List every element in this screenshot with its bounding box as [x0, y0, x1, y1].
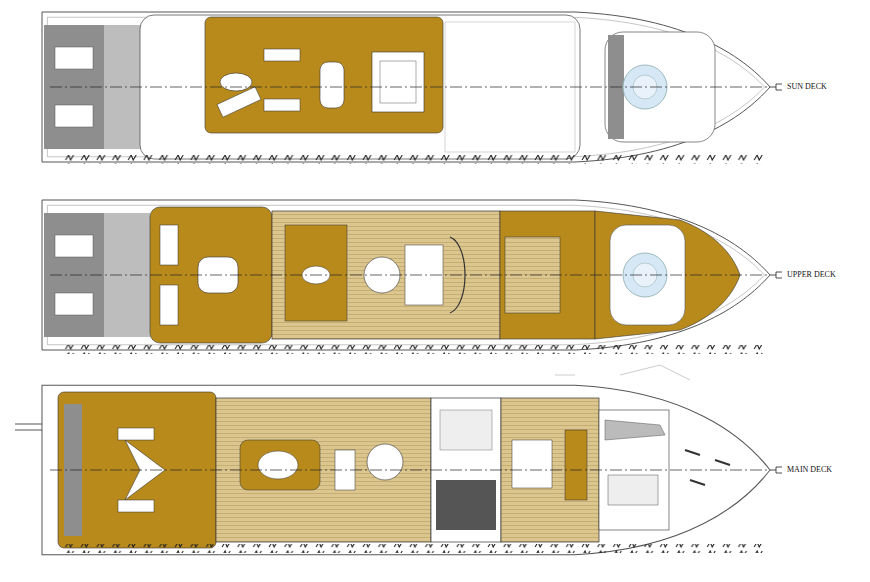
- upper-deck-plan: [42, 200, 782, 350]
- deck-label: UPPER DECK: [786, 270, 837, 280]
- deck-label: MAIN DECK: [786, 465, 833, 475]
- sun-deck-plan: [42, 12, 782, 162]
- main-deck-plan: [15, 365, 782, 555]
- deck-label: SUN DECK: [786, 82, 828, 92]
